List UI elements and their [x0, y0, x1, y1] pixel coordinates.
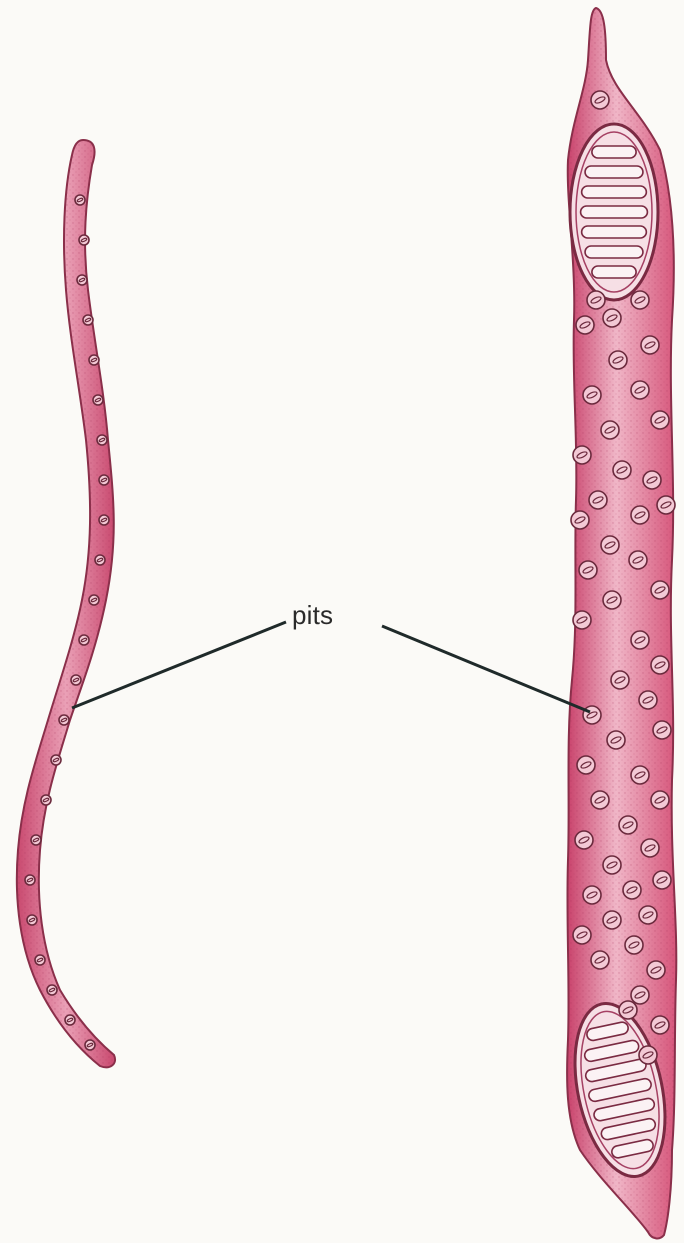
- tracheid-pit-19: [35, 955, 45, 965]
- tracheid-pit-8: [99, 515, 109, 525]
- vessel-pit-51: [639, 1046, 657, 1064]
- vessel-pit-34: [591, 791, 609, 809]
- vessel-pit-22: [603, 591, 621, 609]
- vessel-pit-2: [576, 316, 594, 334]
- vessel-pit-29: [653, 721, 671, 739]
- tracheid-pit-22: [85, 1040, 95, 1050]
- vessel-pit-48: [631, 986, 649, 1004]
- tracheid-pit-1: [79, 235, 89, 245]
- vessel-pit-38: [603, 856, 621, 874]
- vessel-pit-21: [651, 581, 669, 599]
- vessel-pit-33: [651, 791, 669, 809]
- vessel-pit-40: [653, 871, 671, 889]
- vessel-pit-43: [639, 906, 657, 924]
- vessel-pit-31: [577, 756, 595, 774]
- vessel-pit-45: [625, 936, 643, 954]
- tracheid-pit-9: [95, 555, 105, 565]
- vessel-pit-23: [573, 611, 591, 629]
- vessel-pit-39: [623, 881, 641, 899]
- vessel-pit-7: [583, 386, 601, 404]
- vessel-pit-16: [631, 506, 649, 524]
- vessel-pit-4: [631, 291, 649, 309]
- vessel-element-cell: [561, 8, 680, 1238]
- tracheid-pit-2: [77, 275, 87, 285]
- tracheid-cell: [17, 140, 115, 1067]
- vessel-pit-18: [601, 536, 619, 554]
- vessel-pit-6: [609, 351, 627, 369]
- vessel-pit-15: [571, 511, 589, 529]
- perforation-plate-top: [570, 124, 658, 300]
- tracheid-pit-20: [47, 985, 57, 995]
- tracheid-pit-0: [75, 195, 85, 205]
- tracheid-pit-14: [51, 755, 61, 765]
- vessel-pit-8: [631, 381, 649, 399]
- vessel-pit-20: [629, 551, 647, 569]
- tracheid-pit-16: [31, 835, 41, 845]
- vessel-pit-41: [583, 886, 601, 904]
- vessel-pit-28: [639, 691, 657, 709]
- vessel-pit-5: [641, 336, 659, 354]
- vessel-pit-0: [591, 91, 609, 109]
- vessel-pit-11: [573, 446, 591, 464]
- plate-top-bars-bar-7: [592, 266, 636, 278]
- plate-top-bars-bar-5: [582, 226, 647, 238]
- plate-top-bars-bar-4: [581, 206, 648, 218]
- leader-lines: [72, 622, 590, 712]
- tracheid-pit-10: [89, 595, 99, 605]
- vessel-pit-1: [587, 291, 605, 309]
- vessel-pit-26: [611, 671, 629, 689]
- vessel-pit-37: [641, 839, 659, 857]
- tracheid-pit-7: [99, 475, 109, 485]
- vessel-pit-19: [579, 561, 597, 579]
- vessel-pit-44: [573, 926, 591, 944]
- vessel-pit-32: [631, 766, 649, 784]
- plate-top-bars-bar-6: [585, 246, 643, 258]
- leader-line-right: [382, 626, 590, 712]
- vessel-pit-47: [591, 951, 609, 969]
- tracheid-pit-5: [93, 395, 103, 405]
- tracheid-pit-18: [27, 915, 37, 925]
- tracheid-pit-13: [59, 715, 69, 725]
- plate-top-bars-bar-2: [585, 166, 643, 178]
- perforation-bars-top: [581, 146, 648, 278]
- vessel-pit-30: [607, 731, 625, 749]
- tracheid-pit-6: [97, 435, 107, 445]
- vessel-pit-25: [651, 656, 669, 674]
- leader-line-left: [72, 622, 286, 708]
- vessel-pit-46: [647, 961, 665, 979]
- tracheid-pit-12: [71, 675, 81, 685]
- tracheid-pit-4: [89, 355, 99, 365]
- vessel-pit-13: [643, 471, 661, 489]
- vessel-pit-3: [603, 309, 621, 327]
- tracheid-pit-11: [79, 635, 89, 645]
- plate-top-bars-bar-3: [582, 186, 647, 198]
- vessel-pit-10: [601, 421, 619, 439]
- vessel-pit-50: [619, 1001, 637, 1019]
- tracheid-pit-3: [83, 315, 93, 325]
- vessel-pit-42: [603, 911, 621, 929]
- vessel-pit-24: [631, 631, 649, 649]
- pits-label: pits: [292, 602, 333, 628]
- tracheid-pit-21: [65, 1015, 75, 1025]
- vessel-pit-49: [651, 1016, 669, 1034]
- vessel-pit-36: [575, 831, 593, 849]
- vessel-pit-9: [651, 411, 669, 429]
- vessel-pit-12: [613, 461, 631, 479]
- plate-top-bars-bar-1: [592, 146, 636, 158]
- tracheid-pit-15: [41, 795, 51, 805]
- vessel-pit-17: [657, 496, 675, 514]
- tracheid-pit-17: [25, 875, 35, 885]
- vessel-pit-14: [589, 491, 607, 509]
- vessel-pit-35: [619, 816, 637, 834]
